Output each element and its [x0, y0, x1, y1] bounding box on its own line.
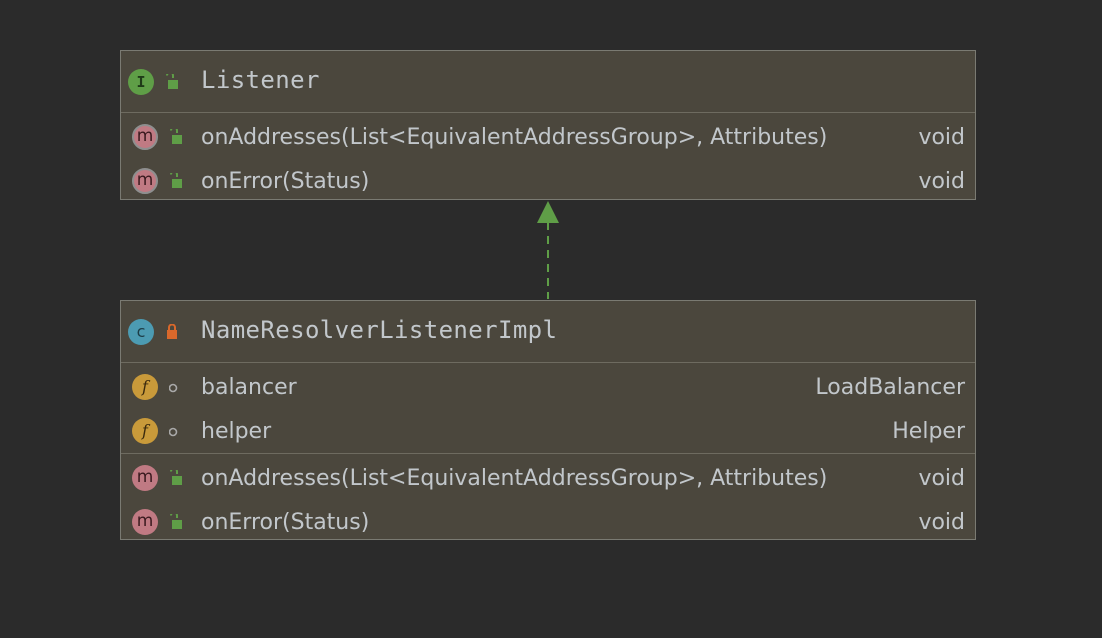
- interface-box-listener[interactable]: I Listener m onAddresses(List<Equivalent…: [120, 50, 976, 200]
- field-type: LoadBalancer: [815, 375, 965, 400]
- abstract-method-icon: m: [132, 168, 158, 194]
- method-row[interactable]: m onAddresses(List<EquivalentAddressGrou…: [121, 456, 975, 500]
- method-return-type: void: [918, 510, 965, 535]
- interface-icon: I: [128, 69, 154, 95]
- public-lock-icon: [170, 173, 182, 188]
- method-row[interactable]: m onError(Status) void: [121, 500, 975, 544]
- interface-header: I Listener: [121, 51, 975, 113]
- public-lock-icon: [170, 129, 182, 144]
- abstract-method-icon: m: [132, 124, 158, 150]
- implements-arrowhead: [537, 201, 559, 223]
- package-private-icon: [169, 427, 178, 437]
- public-lock-icon: [166, 74, 178, 89]
- package-private-icon: [169, 383, 178, 393]
- method-name: onAddresses(List<EquivalentAddressGroup>…: [201, 466, 828, 491]
- method-name: onError(Status): [201, 169, 370, 194]
- method-return-type: void: [918, 169, 965, 194]
- field-icon: f: [132, 374, 158, 400]
- method-row[interactable]: m onError(Status) void: [121, 159, 975, 203]
- private-lock-icon: [167, 324, 177, 339]
- field-icon: f: [132, 418, 158, 444]
- field-type: Helper: [892, 419, 965, 444]
- public-lock-icon: [170, 514, 182, 529]
- field-row[interactable]: f balancer LoadBalancer: [121, 365, 975, 409]
- method-icon: m: [132, 509, 158, 535]
- method-name: onError(Status): [201, 510, 370, 535]
- class-box-name-resolver-listener-impl[interactable]: c NameResolverListenerImpl f balancer Lo…: [120, 300, 976, 540]
- field-row[interactable]: f helper Helper: [121, 409, 975, 453]
- field-name: helper: [201, 419, 272, 444]
- class-methods-section: m onAddresses(List<EquivalentAddressGrou…: [121, 456, 975, 544]
- method-return-type: void: [918, 125, 965, 150]
- class-name: NameResolverListenerImpl: [201, 316, 558, 344]
- class-header: c NameResolverListenerImpl: [121, 301, 975, 363]
- method-name: onAddresses(List<EquivalentAddressGroup>…: [201, 125, 828, 150]
- class-icon: c: [128, 319, 154, 345]
- method-return-type: void: [918, 466, 965, 491]
- method-row[interactable]: m onAddresses(List<EquivalentAddressGrou…: [121, 115, 975, 159]
- field-name: balancer: [201, 375, 297, 400]
- class-fields-section: f balancer LoadBalancer f helper Helper: [121, 365, 975, 454]
- interface-name: Listener: [201, 66, 320, 94]
- public-lock-icon: [170, 470, 182, 485]
- method-icon: m: [132, 465, 158, 491]
- interface-methods-section: m onAddresses(List<EquivalentAddressGrou…: [121, 115, 975, 203]
